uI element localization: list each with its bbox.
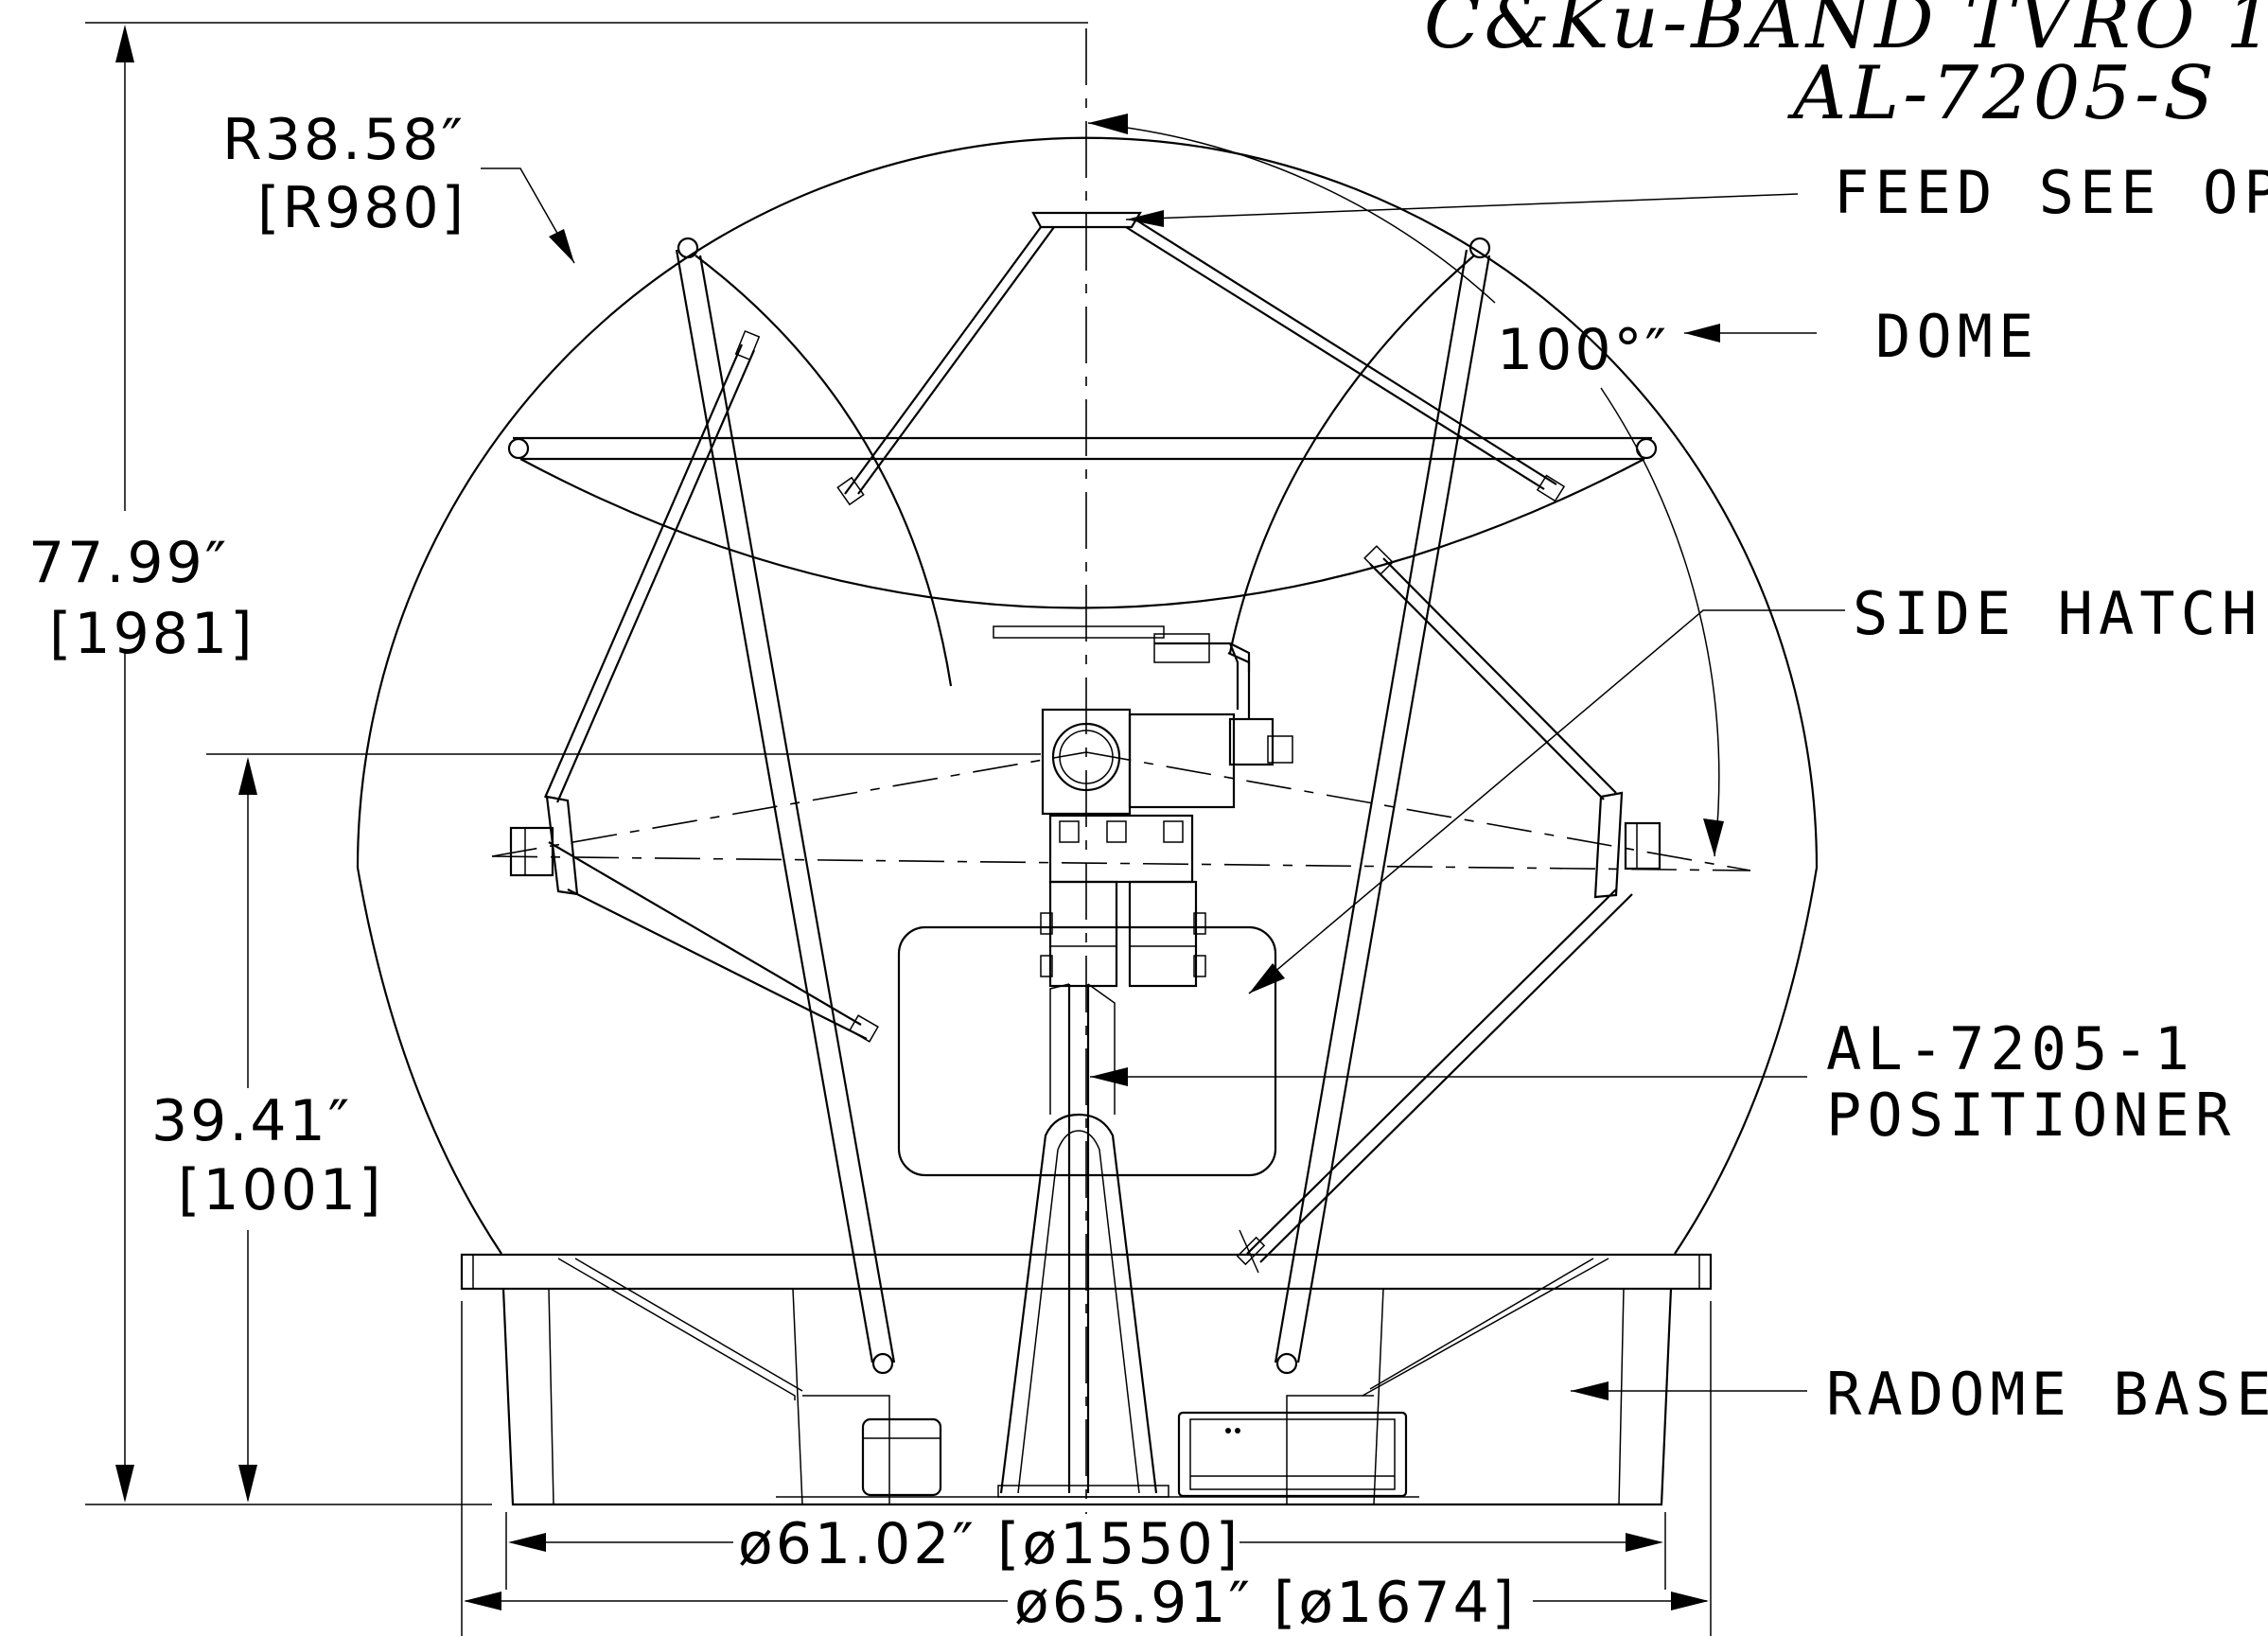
feed-callout: FEED SEE OP [1834,158,2268,227]
callout-leaders [1090,193,1845,1400]
inner-diameter-label: ø61.02″ [ø1550] [738,1511,1240,1577]
height-mm-label: [1981] [49,601,255,667]
side-hatch-callout: SIDE HATCH [1853,579,2262,648]
center-height-in-label: 39.41″ [151,1088,352,1154]
center-height-mm-label: [1001] [178,1157,384,1223]
base-equipment [861,1411,1408,1498]
pedestal [997,983,1169,1498]
radome-base-callout: RADOME BASE [1826,1360,2268,1429]
positioner-callout-line1: AL-7205-1 [1826,1014,2195,1083]
height-in-label: 77.99″ [28,530,229,596]
feed-struts [836,219,1566,506]
outer-diameter-label: ø65.91″ [ø1674] [1014,1570,1517,1636]
left-arc [694,255,953,687]
angle-dimension: 100°″ [1087,114,1724,857]
support-struts [509,237,1661,1375]
side-hatch-panel [897,925,1277,1177]
center-height-dimension: 39.41″ [1001] [151,753,1041,1503]
tilt-line-left [491,751,1087,857]
positioner-assembly [1040,633,1293,988]
radome-base [460,1253,1713,1506]
dome-outline [356,136,1819,1255]
height-dimension: 77.99″ [1981] [28,22,1088,1505]
radius-mm-label: [R980] [257,175,466,241]
right-arc [1228,255,1475,654]
positioner-callout-line2: POSITIONER [1826,1081,2236,1150]
title-line-2: AL-7205-S [1787,51,2218,136]
elevation-axis-line [491,855,1751,871]
tilt-line-right [1085,751,1751,871]
angle-label: 100°″ [1497,317,1669,383]
radius-in-label: R38.58″ [222,107,466,173]
dome-callout: DOME [1875,302,2039,371]
title-line-1: C&Ku-BAND TVRO 1. [1424,0,2268,65]
diameter-dimensions: ø61.02″ [ø1550] ø65.91″ [ø1674] [461,1301,1712,1636]
radius-callout: R38.58″ [R980] [222,107,575,264]
